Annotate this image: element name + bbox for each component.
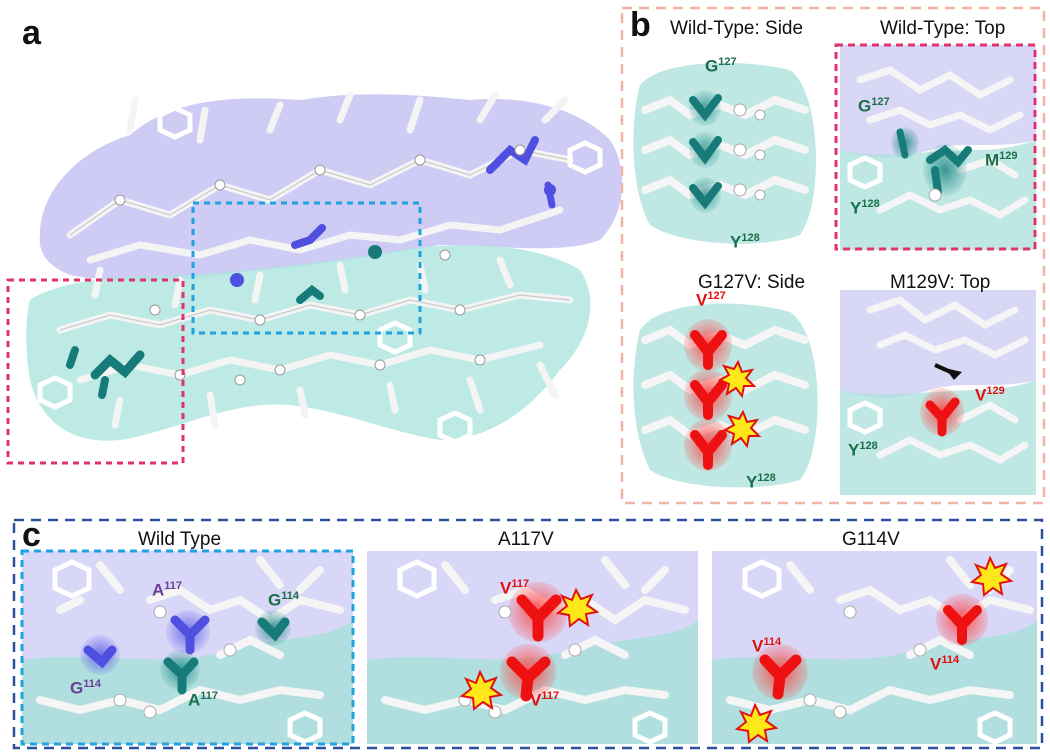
panel-c-wildtype-box (20, 549, 355, 746)
label-v127-g127v: V127 (696, 290, 726, 310)
clash-star-icon (969, 555, 1014, 597)
panel-a-cyan-box (191, 201, 422, 335)
subpanel-title-m129v-top: M129V: Top (890, 272, 991, 293)
label-v114-g114v-left: V114 (752, 636, 782, 656)
clash-star-icon (717, 359, 757, 399)
panel-b-border (620, 6, 1046, 505)
clash-star-icon (734, 702, 779, 744)
panel-a-top-surface (39, 94, 623, 281)
clash-star-icon (722, 409, 762, 449)
label-g127-wt-side: G127 (705, 56, 737, 76)
panel-c-g114v-clash-stars (734, 555, 1014, 744)
panel-a-structure (26, 91, 623, 445)
label-v117-a117v-bottom: V117 (530, 690, 560, 710)
panel-c-border (12, 518, 1044, 750)
panel-c-a117v-structure (367, 551, 698, 744)
panel-b-g127v-side-structure (633, 303, 818, 488)
subpanel-title-wt-top: Wild-Type: Top (880, 18, 1006, 39)
label-a117-wt-green: A117 (188, 690, 219, 710)
clash-star-icon (459, 669, 504, 711)
subpanel-title-wt-side: Wild-Type: Side (670, 18, 804, 39)
panel-a-teal-residues (66, 245, 382, 399)
panel-b-wt-top-structure (840, 45, 1036, 250)
subpanel-title-g127v-side: G127V: Side (698, 272, 806, 293)
label-y128-wt-side: Y128 (730, 232, 760, 252)
label-g127-wt-top: G127 (858, 96, 890, 116)
clash-star-icon (555, 587, 600, 628)
label-v117-a117v-top: V117 (500, 578, 530, 598)
label-y128-g127v: Y128 (746, 472, 776, 492)
panel-a-magenta-box (6, 278, 185, 465)
panel-b-clash-stars (717, 359, 762, 449)
panel-b-m129v-top-structure (840, 290, 1036, 495)
panel-a-bottom-surface (26, 245, 591, 441)
subpanel-title-wild-type: Wild Type (138, 529, 222, 550)
panel-c-wildtype-structure (22, 551, 353, 744)
label-g114-wt-purple: G114 (70, 678, 101, 698)
label-v129-m129v: V129 (975, 385, 1005, 405)
panel-b-wt-side-structure (633, 62, 817, 244)
subpanel-title-g114v: G114V (842, 529, 900, 550)
label-y128-wt-top: Y128 (850, 198, 880, 218)
panel-b-wt-top-box (834, 43, 1037, 251)
label-v114-g114v-right: V114 (930, 654, 960, 674)
label-m129-wt-top: M129 (985, 150, 1018, 170)
label-g114-wt-green: G114 (268, 590, 299, 610)
subpanel-title-a117v: A117V (498, 529, 554, 550)
panel-letter-a: a (22, 14, 41, 52)
label-a117-wt-purple: A117 (152, 580, 183, 600)
label-y128-m129v: Y128 (848, 440, 878, 460)
panel-a-blue-residues (230, 136, 556, 287)
panel-letter-c: c (22, 516, 41, 554)
panel-letter-b: b (630, 6, 651, 44)
panel-c-a117v-clash-stars (459, 587, 600, 711)
